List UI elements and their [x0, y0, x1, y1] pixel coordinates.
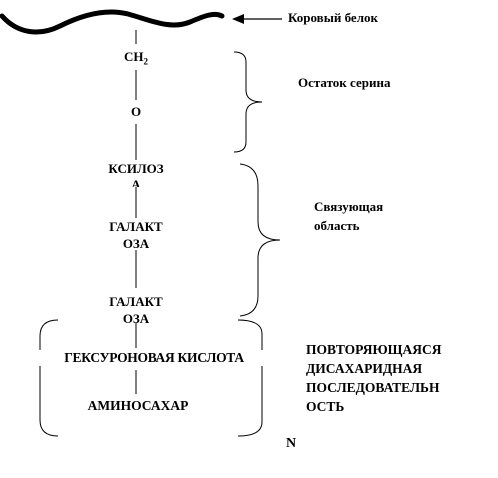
node-ch2: CH2 — [116, 49, 156, 67]
label-serine-residue: Остаток серина — [298, 75, 391, 90]
core-protein-wave — [0, 9, 225, 35]
label-linker-region: Связующая область — [314, 199, 384, 233]
node-xylose: КСИЛОЗ А — [86, 161, 186, 187]
node-oxygen: O — [121, 104, 151, 120]
node-galactose-2: ГАЛАКТ ОЗА — [86, 293, 186, 323]
node-galactose-1: ГАЛАКТ ОЗА — [86, 218, 186, 248]
node-galactose-2-line2: ОЗА — [122, 311, 150, 323]
node-aminosugar: АМИНОСАХАР — [76, 398, 200, 414]
brace-linker — [239, 163, 281, 317]
node-xylose-line2: А — [131, 177, 141, 187]
label-repeating-disaccharide: ПОВТОРЯЮЩАЯСЯ ДИСАХАРИДНАЯ ПОСЛЕДОВАТЕЛЬ… — [306, 342, 442, 414]
node-xylose-line1: КСИЛОЗ — [108, 161, 164, 176]
node-hexuronic-acid: ГЕКСУРОНОВАЯ КИСЛОТА — [32, 350, 276, 366]
label-repeat-count: N — [286, 436, 297, 451]
bracket-repeat-right — [237, 319, 263, 437]
node-galactose-2-line1: ГАЛАКТ — [109, 294, 163, 309]
node-ch2-subscript: 2 — [143, 56, 149, 67]
node-galactose-1-line1: ГАЛАКТ — [109, 219, 163, 234]
node-galactose-1-line2: ОЗА — [122, 236, 150, 248]
bracket-repeat-left — [39, 319, 59, 437]
core-protein-arrow-head — [232, 14, 244, 24]
node-ch2-text: CH — [124, 49, 144, 64]
brace-serine — [233, 51, 263, 153]
label-core-protein: Коровый белок — [288, 10, 378, 25]
